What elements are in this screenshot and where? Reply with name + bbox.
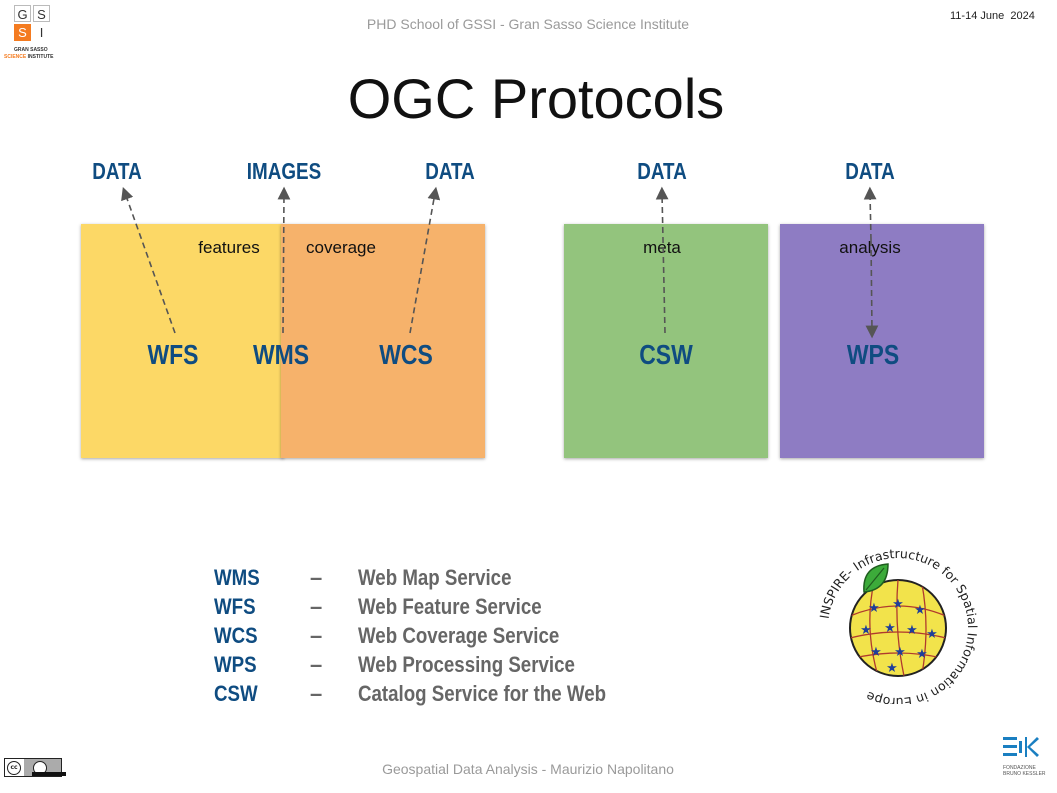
- legend-dash: –: [310, 623, 323, 648]
- logo-text-line2: SCIENCE INSTITUTE: [4, 54, 53, 60]
- legend-row: WFS – Web Feature Service: [214, 594, 714, 623]
- top-label-data-1: DATA: [92, 158, 142, 184]
- svg-text:★: ★: [884, 621, 896, 636]
- legend-row: CSW – Catalog Service for the Web: [214, 681, 714, 710]
- logo-cell-s-orange: S: [14, 24, 31, 41]
- svg-text:★: ★: [870, 645, 882, 660]
- inspire-logo: ★★★ ★★★★ ★★★ ★ INSPIRE- Infrastructure f…: [817, 546, 980, 704]
- top-label-data-4: DATA: [845, 158, 895, 184]
- arrow-wfs-data: [121, 186, 176, 334]
- svg-text:★: ★: [926, 627, 938, 642]
- box-label-features: features: [198, 238, 260, 257]
- svg-text:★: ★: [892, 597, 904, 612]
- fbk-line1: FONDAZIONE: [1003, 765, 1036, 771]
- fbk-line2: BRUNO KESSLER: [1003, 771, 1046, 777]
- box-label-analysis: analysis: [839, 238, 901, 257]
- header-subtitle: PHD School of GSSI - Gran Sasso Science …: [366, 16, 690, 32]
- legend-dash: –: [310, 565, 323, 590]
- legend-name: Web Coverage Service: [358, 623, 560, 648]
- legend-name: Web Feature Service: [358, 594, 542, 619]
- cc-by-icon: cc: [4, 758, 66, 777]
- fbk-logo-mark: [1003, 737, 1039, 757]
- legend-abbr: WFS: [214, 594, 256, 619]
- legend-abbr: CSW: [214, 681, 258, 706]
- service-label-wcs: WCS: [379, 339, 433, 370]
- top-label-data-3: DATA: [637, 158, 687, 184]
- logo-text-institute: INSTITUTE: [27, 54, 54, 60]
- legend-abbr: WCS: [214, 623, 258, 648]
- legend-row: WCS – Web Coverage Service: [214, 623, 714, 652]
- logo-text-science: SCIENCE: [4, 54, 27, 60]
- legend-name: Web Map Service: [358, 565, 512, 590]
- legend-name: Catalog Service for the Web: [358, 681, 607, 706]
- footer-text: Geospatial Data Analysis - Maurizio Napo…: [382, 761, 674, 777]
- wcs-box: [281, 224, 485, 458]
- arrow-wps-data-down: [865, 239, 879, 339]
- service-label-wms: WMS: [252, 339, 310, 370]
- svg-text:★: ★: [914, 603, 926, 618]
- logo-text-line1: GRAN SASSO: [14, 47, 48, 53]
- top-label-images: IMAGES: [246, 158, 322, 184]
- legend-name: Web Processing Service: [358, 652, 575, 677]
- csw-box: [564, 224, 768, 458]
- legend-row: WMS – Web Map Service: [214, 565, 714, 594]
- arrow-csw-data: [655, 186, 669, 334]
- service-label-wps: WPS: [846, 339, 900, 370]
- legend-row: WPS – Web Processing Service: [214, 652, 714, 681]
- legend-dash: –: [310, 594, 323, 619]
- arrow-wcs-data: [409, 186, 441, 334]
- fbk-logo: FONDAZIONE BRUNO KESSLER: [1003, 733, 1053, 779]
- svg-text:★: ★: [860, 623, 872, 638]
- arrow-wms-images: [277, 186, 291, 334]
- legend-dash: –: [310, 652, 323, 677]
- logo-cell-s: S: [33, 5, 50, 22]
- logo-cell-i: I: [39, 25, 44, 40]
- service-label-csw: CSW: [639, 339, 693, 370]
- wps-box: [780, 224, 984, 458]
- svg-text:★: ★: [916, 647, 928, 662]
- legend-dash: –: [310, 681, 323, 706]
- gssi-logo: G S S I GRAN SASSO SCIENCE INSTITUTE: [4, 5, 68, 63]
- service-label-wfs: WFS: [147, 339, 199, 370]
- header-date: 11-14 June 2024: [950, 10, 1035, 22]
- arrow-wps-data-up: [863, 186, 877, 241]
- legend-abbr: WMS: [214, 565, 260, 590]
- svg-text:★: ★: [868, 601, 880, 616]
- wfs-box: [81, 224, 284, 458]
- svg-text:★: ★: [886, 661, 898, 676]
- box-label-coverage: coverage: [306, 238, 376, 257]
- svg-text:★: ★: [894, 645, 906, 660]
- box-label-meta: meta: [643, 238, 681, 257]
- top-label-data-2: DATA: [425, 158, 475, 184]
- svg-text:★: ★: [906, 623, 918, 638]
- legend-abbr: WPS: [214, 652, 257, 677]
- page-title: OGC Protocols: [347, 67, 725, 130]
- logo-cell-g: G: [14, 5, 31, 22]
